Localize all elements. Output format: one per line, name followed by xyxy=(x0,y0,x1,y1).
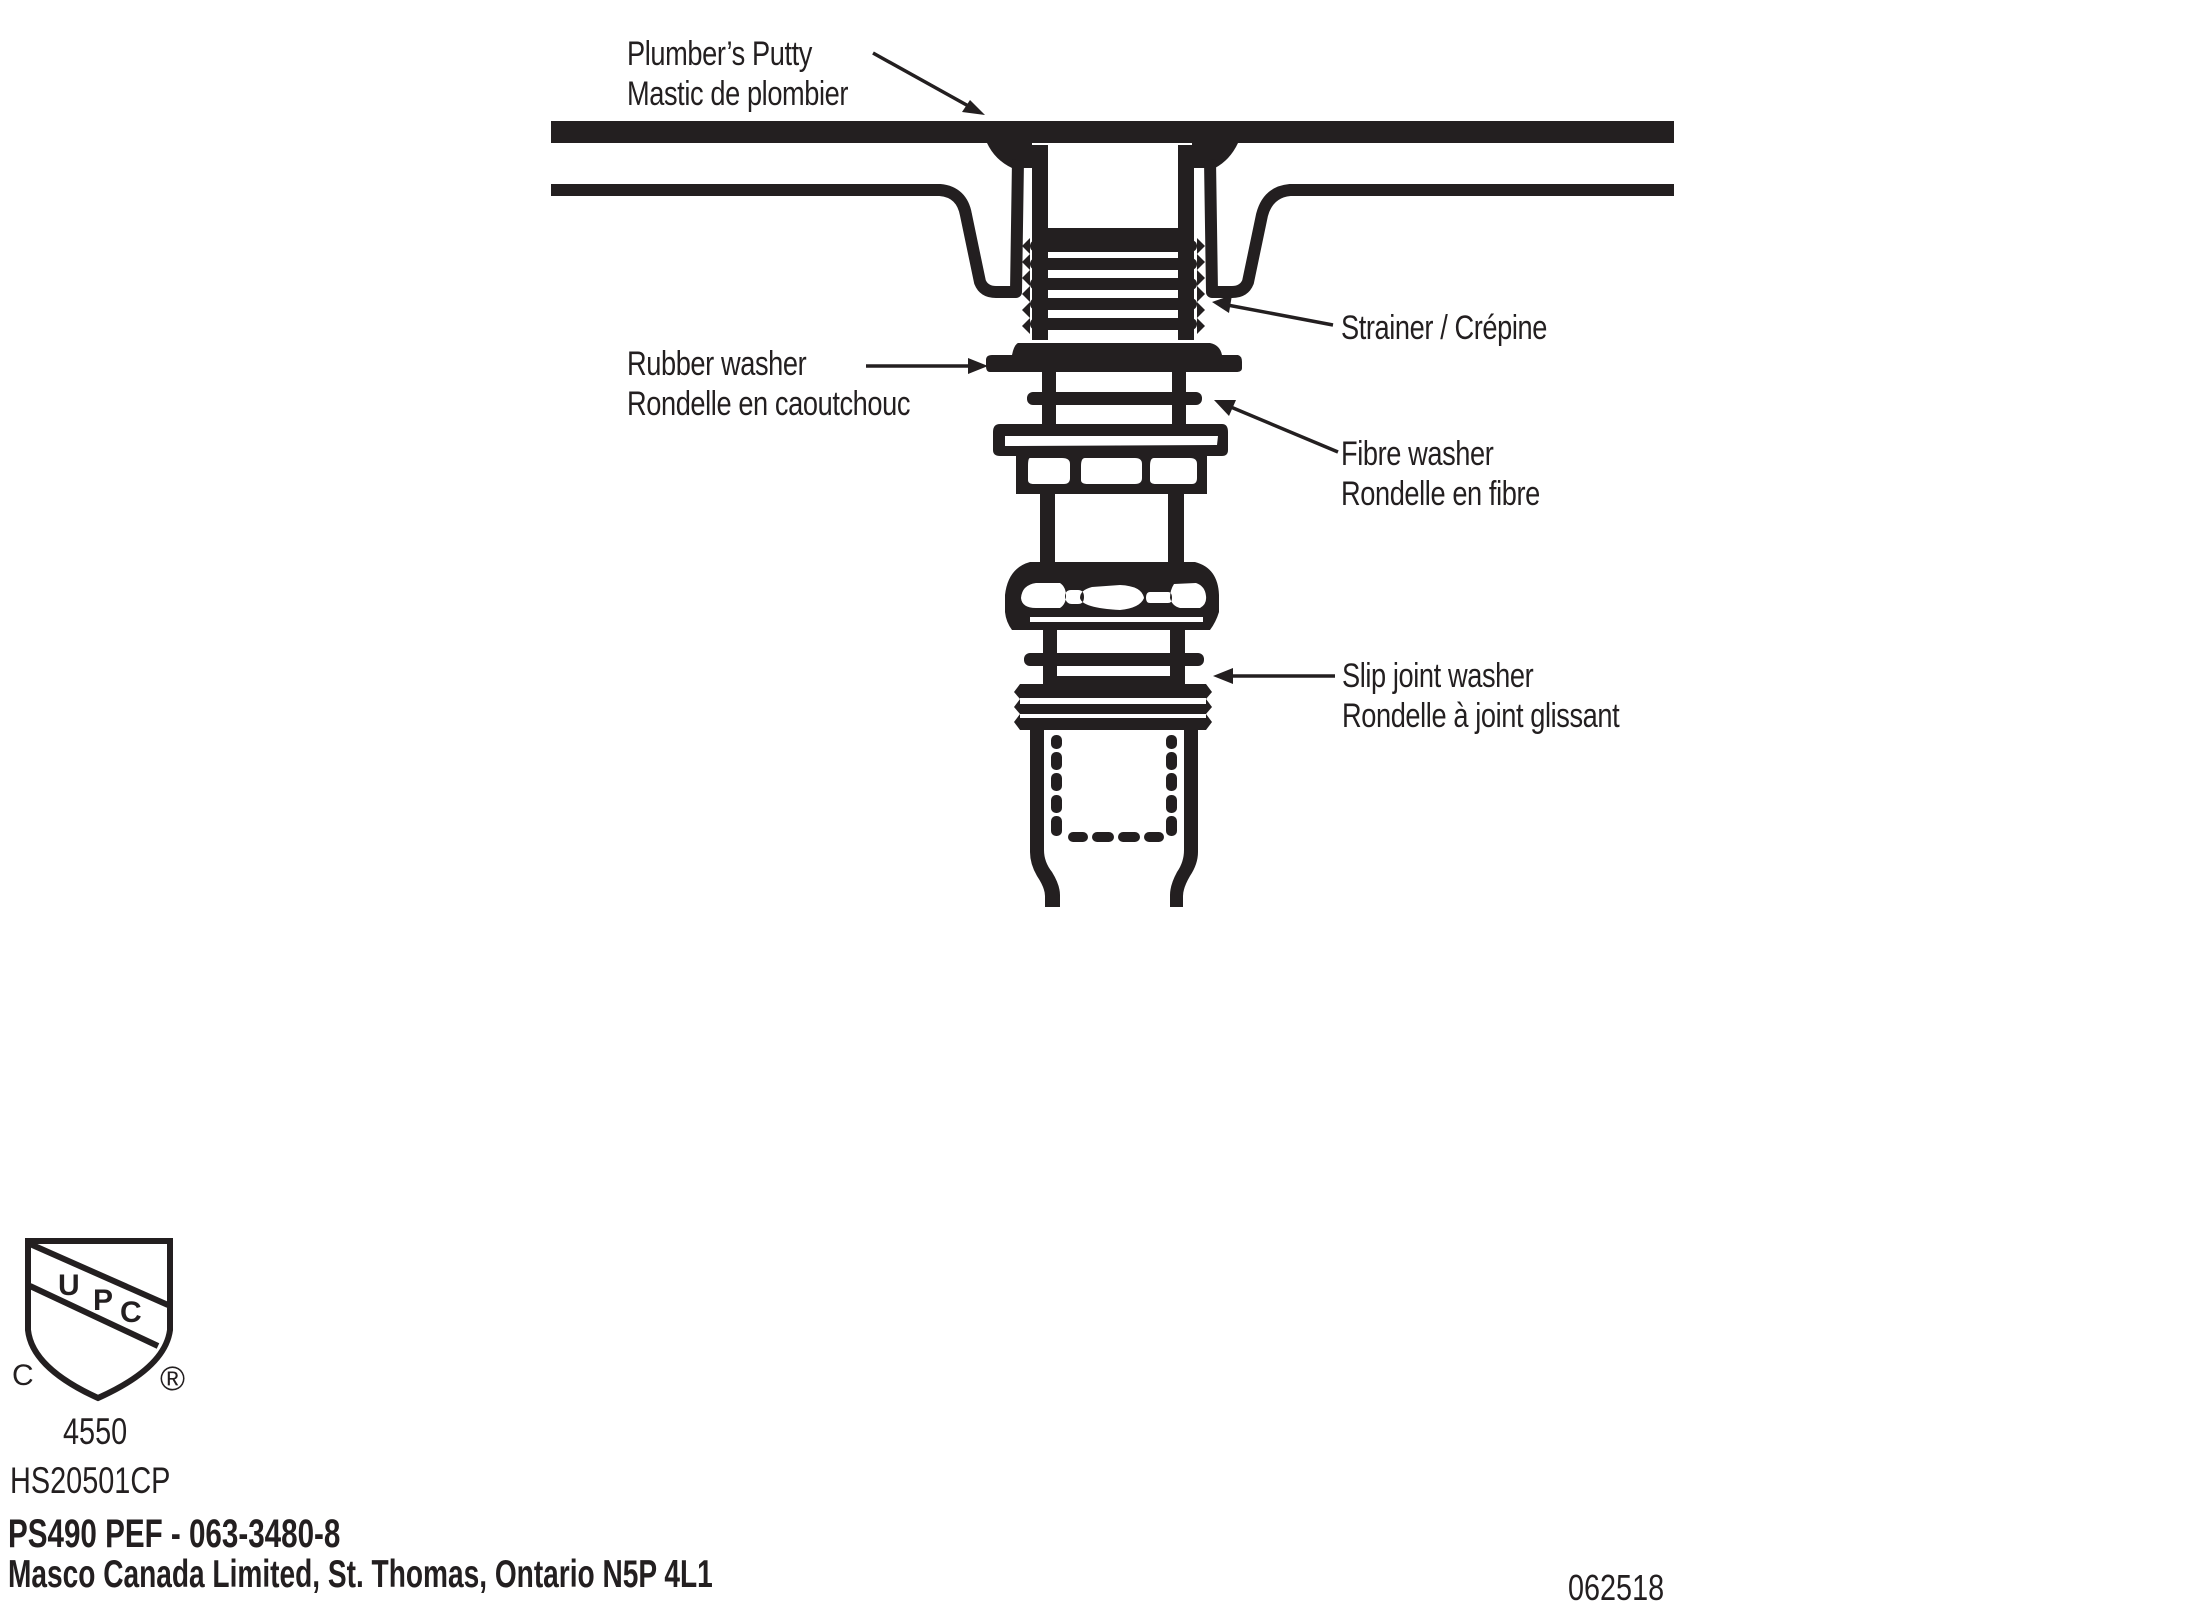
callout-en: Fibre washer xyxy=(1341,435,1494,473)
fibre-washer xyxy=(1027,392,1202,405)
locknut-body xyxy=(1016,455,1207,494)
sink-lower-right xyxy=(1204,159,1674,298)
tailpipe-wall-left xyxy=(1030,730,1060,907)
arrow-slip-joint-washer xyxy=(1213,668,1335,684)
slip-joint-washer xyxy=(1024,653,1204,666)
callout-en: Plumber’s Putty xyxy=(627,35,812,73)
tailpipe-wall-right xyxy=(1170,730,1198,907)
upc-letter-p: P xyxy=(93,1284,113,1317)
slip-nut xyxy=(1005,562,1219,630)
callout-plumbers-putty: Plumber’s Putty Mastic de plombier xyxy=(627,34,848,114)
locknut-flange xyxy=(993,424,1228,456)
date-code: 062518 xyxy=(1568,1567,1665,1608)
company-address: Masco Canada Limited, St. Thomas, Ontari… xyxy=(8,1553,713,1596)
callout-fibre-washer: Fibre washer Rondelle en fibre xyxy=(1341,434,1540,514)
registered-mark: ® xyxy=(160,1360,185,1398)
arrow-fibre-washer xyxy=(1214,400,1339,454)
sink-top-plate xyxy=(551,121,1674,143)
rubber-washer xyxy=(986,343,1242,372)
putty-bead-left xyxy=(987,143,1032,168)
part-code: PS490 PEF - 063-3480-8 xyxy=(8,1512,341,1556)
callout-fr: Rondelle en caoutchouc xyxy=(627,385,911,423)
hidden-tube-dashed xyxy=(1051,735,1177,842)
putty-bead-right xyxy=(1192,143,1238,168)
arrow-rubber-washer xyxy=(866,358,988,374)
callout-fr: Rondelle en fibre xyxy=(1341,475,1540,513)
listing-number: 4550 xyxy=(63,1411,128,1452)
arrow-plumbers-putty xyxy=(872,51,985,115)
callout-rubber-washer: Rubber washer Rondelle en caoutchouc xyxy=(627,344,910,424)
strainer-threads xyxy=(1022,238,1205,334)
upc-letters: U P C xyxy=(58,1269,142,1329)
lower-threads xyxy=(1014,684,1212,730)
callout-fr: Rondelle à joint glissant xyxy=(1342,697,1620,735)
callout-en: Rubber washer xyxy=(627,345,807,383)
upc-letter-c: C xyxy=(120,1296,142,1329)
tailpiece-wall-right xyxy=(1168,494,1184,566)
callout-en: Slip joint washer xyxy=(1342,657,1534,695)
callout-en: Strainer / Crépine xyxy=(1341,309,1547,347)
callout-strainer: Strainer / Crépine xyxy=(1341,308,1547,348)
callout-fr: Mastic de plombier xyxy=(627,75,849,113)
canada-c-mark: C xyxy=(12,1359,34,1392)
sink-lower-left xyxy=(551,159,1024,298)
arrow-strainer xyxy=(1212,295,1334,327)
upc-shield-icon xyxy=(25,1238,173,1402)
callout-slip-joint-washer: Slip joint washer Rondelle à joint gliss… xyxy=(1342,656,1620,736)
upc-letter-u: U xyxy=(58,1269,80,1302)
model-number: HS20501CP xyxy=(10,1460,171,1501)
tailpiece-wall-left xyxy=(1040,494,1055,566)
